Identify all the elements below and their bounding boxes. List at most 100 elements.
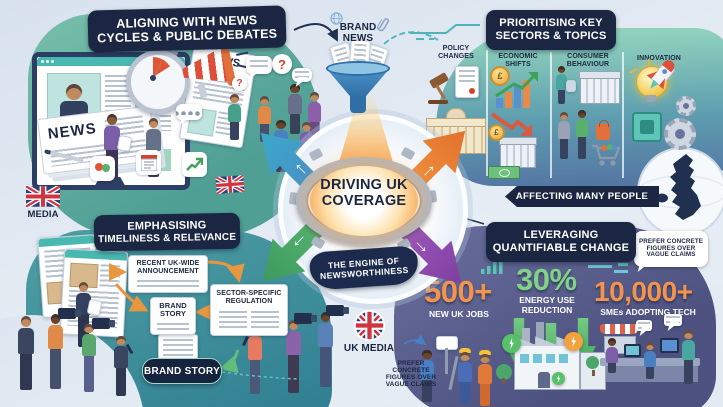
video-camera-1 xyxy=(58,308,81,319)
stat-smes-label: SMEs ADOPTING TECH xyxy=(600,307,696,317)
factory-energy-badge xyxy=(552,372,565,385)
person-shopper-2 xyxy=(576,110,588,159)
shop-man-seated xyxy=(644,342,656,379)
video-camera-2 xyxy=(92,318,115,329)
uk-flag-media xyxy=(26,186,60,207)
hub-gear-ring xyxy=(296,157,432,245)
speech-bubble-lines xyxy=(246,56,272,74)
person-suit-man xyxy=(288,84,302,135)
bottom-right-banner: LEVERAGING QUANTIFIABLE CHANGE xyxy=(486,222,636,262)
top-left-banner: ALIGNING WITH NEWS CYCLES & PUBLIC DEBAT… xyxy=(87,5,287,53)
desk-monitor-2 xyxy=(660,338,679,353)
worker-blue-overalls xyxy=(458,348,472,405)
circuit-decoration xyxy=(410,24,480,40)
bottom-left-banner: EMPHASISING TIMELINESS & RELEVANCE xyxy=(93,212,241,252)
uk-flag-small xyxy=(215,175,245,194)
question-bubble-large: ? xyxy=(272,54,292,74)
falling-arrow xyxy=(490,110,534,143)
hub-glow xyxy=(310,166,418,236)
question-bubble-small: ? xyxy=(232,76,247,91)
shop-awning xyxy=(600,324,638,334)
column-divider-3 xyxy=(622,52,624,178)
video-camera-4 xyxy=(326,305,349,316)
browser-bar xyxy=(37,57,185,66)
pound-coin-2: £ xyxy=(488,124,505,141)
orange-energy-badge xyxy=(564,332,583,351)
rising-chart xyxy=(494,70,540,115)
person-purple-dress xyxy=(308,92,321,140)
bank-building-consumer xyxy=(579,71,621,104)
uk-media-label: UK MEDIA xyxy=(343,343,395,354)
person-orange-shirt xyxy=(258,96,271,142)
chat-bubble-1 xyxy=(636,320,652,331)
stat-jobs-label: NEW UK JOBS xyxy=(429,309,489,319)
media-label: MEDIA xyxy=(27,209,59,220)
funnel-rim xyxy=(326,61,390,76)
speech-bubble-lines-2 xyxy=(292,68,312,82)
globe-icon xyxy=(330,12,343,30)
affecting-ribbon: AFFECTING MANY PEOPLE xyxy=(505,186,659,207)
public-debates-icon xyxy=(90,156,115,181)
video-camera-3 xyxy=(294,313,317,324)
policy-document xyxy=(455,66,479,98)
person-tablet-woman xyxy=(556,66,567,105)
person-suit-back xyxy=(18,316,34,390)
uk-flag-circle xyxy=(354,310,385,341)
person-teal-shirt xyxy=(228,94,241,140)
tree-1 xyxy=(496,364,512,384)
mini-bar-icon xyxy=(481,258,503,279)
column-divider-2 xyxy=(550,52,552,178)
bank-building-small xyxy=(499,137,537,168)
shop-man-standing xyxy=(682,330,695,384)
funnel-stem xyxy=(350,96,366,113)
person-camerawoman-green xyxy=(82,324,96,393)
pound-coin: £ xyxy=(490,66,510,86)
affecting-ribbon-label: AFFECTING MANY PEOPLE xyxy=(515,191,649,202)
column-header-innovation: INNOVATION xyxy=(637,55,681,62)
dots-bubble xyxy=(176,104,202,120)
person-cameraman-blue xyxy=(318,312,333,387)
column-divider-1 xyxy=(486,50,488,176)
calendar-icon xyxy=(136,150,161,175)
newspaper-title: NEWS xyxy=(46,120,98,143)
worker-orange-overalls xyxy=(478,350,492,407)
shop-woman xyxy=(606,338,618,373)
desk-monitor-1 xyxy=(624,344,641,357)
tablet xyxy=(566,80,576,92)
stat-energy-value: 30% xyxy=(516,262,577,297)
chat-bubble-2 xyxy=(664,314,682,326)
brand-story-pill-label: BRAND STORY xyxy=(143,365,221,377)
chip-icon xyxy=(632,112,662,142)
tree-2 xyxy=(586,356,599,376)
uk-map-silhouette xyxy=(656,154,701,220)
person-cameraman-purple xyxy=(286,320,301,393)
green-energy-badge xyxy=(502,334,521,353)
person-mic-woman-coral xyxy=(248,326,262,395)
gear-icon-small xyxy=(676,96,696,116)
trend-up-icon xyxy=(182,152,207,177)
person-cameraman-orange xyxy=(48,314,63,389)
shopping-bag xyxy=(596,120,610,140)
brand-story-pill: BRAND STORY xyxy=(142,358,222,384)
shopping-cart xyxy=(590,142,622,173)
clipboard xyxy=(116,134,133,153)
paperclip-icon xyxy=(373,15,392,38)
person-shopper-1 xyxy=(558,112,570,159)
worker-clipboard xyxy=(420,350,434,403)
funnel-to-topright-line xyxy=(383,31,439,45)
